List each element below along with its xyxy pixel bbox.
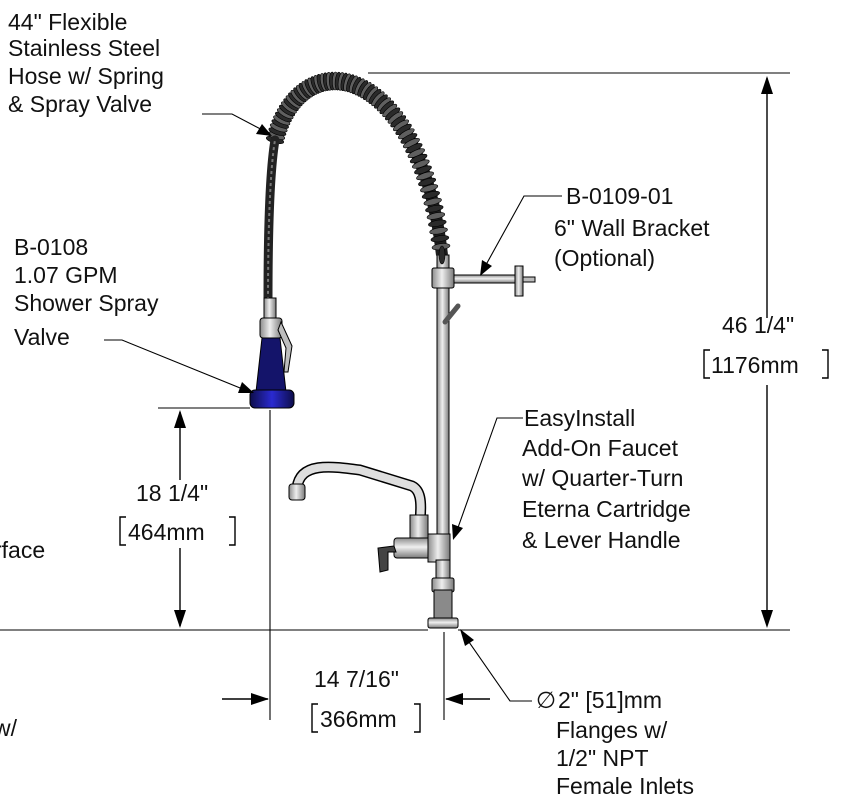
flanges-callout: ∅ 2" [51]mm Flanges w/ 1/2" NPT Female I… bbox=[536, 687, 694, 799]
spring-coil-turn bbox=[430, 235, 450, 243]
spring-coil-turn bbox=[423, 197, 442, 206]
overall-height-inches: 46 1/4" bbox=[722, 312, 794, 338]
add-on-faucet-callout-line-5: & Lever Handle bbox=[522, 527, 681, 553]
valve-offset-mm: 366mm bbox=[320, 706, 397, 732]
spring-coil-turn bbox=[421, 190, 440, 199]
dimension-lines bbox=[0, 72, 829, 733]
partial-label-w: w/ bbox=[0, 715, 18, 741]
wall-bracket-callout-line-2: 6" Wall Bracket bbox=[554, 215, 710, 241]
add-on-faucet-callout: EasyInstall Add-On Faucet w/ Quarter-Tur… bbox=[521, 405, 691, 553]
spring-coil-turn bbox=[428, 219, 447, 227]
add-on-faucet-callout-line-2: Add-On Faucet bbox=[522, 435, 679, 461]
add-on-faucet bbox=[288, 461, 451, 573]
hose-hook bbox=[442, 303, 461, 325]
spring-coil-turn bbox=[425, 204, 444, 213]
spray-valve-callout-line-2: 1.07 GPM bbox=[14, 262, 118, 288]
spray-valve-callout-line-1: B-0108 bbox=[14, 234, 88, 260]
spring-coil-turn bbox=[426, 212, 446, 220]
hose-left-section bbox=[263, 135, 280, 305]
spray-valve bbox=[249, 297, 295, 409]
add-on-faucet-callout-line-4: Eterna Cartridge bbox=[522, 496, 691, 522]
riser-pipe bbox=[436, 254, 450, 556]
flanges-callout-line-2: Flanges w/ bbox=[556, 717, 668, 743]
spring-coil-turn bbox=[429, 227, 448, 235]
spring-coil-turn bbox=[418, 177, 437, 187]
spring-coil-turn bbox=[420, 184, 439, 193]
faucet-illustration bbox=[249, 71, 536, 629]
valve-height-inches: 18 1/4" bbox=[136, 480, 208, 506]
wall-bracket-collar bbox=[431, 267, 455, 289]
hose-callout-line-1: 44" Flexible bbox=[8, 9, 127, 35]
spring-coil bbox=[265, 71, 451, 265]
add-on-faucet-callout-line-1: EasyInstall bbox=[524, 405, 635, 431]
wall-bracket-stub bbox=[522, 276, 536, 283]
hose-callout-line-2: Stainless Steel bbox=[8, 35, 160, 61]
overall-height-mm: 1176mm bbox=[711, 352, 799, 378]
partial-label-surface: rface bbox=[0, 537, 45, 563]
wall-bracket-flange bbox=[514, 265, 524, 297]
wall-bracket-arm bbox=[448, 274, 518, 284]
flanges-callout-line-3: 1/2" NPT bbox=[556, 745, 649, 771]
diameter-symbol: ∅ bbox=[536, 687, 556, 713]
valve-offset-inches: 14 7/16" bbox=[314, 666, 399, 692]
spring-coil-turn bbox=[438, 245, 446, 265]
valve-height-mm: 464mm bbox=[128, 519, 205, 545]
hose-callout: 44" Flexible Stainless Steel Hose w/ Spr… bbox=[8, 9, 164, 117]
wall-bracket-callout-line-3: (Optional) bbox=[554, 245, 655, 271]
flanges-callout-line-4: Female Inlets bbox=[556, 773, 694, 799]
add-on-faucet-callout-line-3: w/ Quarter-Turn bbox=[521, 465, 683, 491]
spray-valve-callout-line-4: Valve bbox=[14, 324, 70, 350]
leader-lines bbox=[104, 113, 562, 702]
hose-callout-line-4: & Spray Valve bbox=[8, 91, 152, 117]
hose-callout-line-3: Hose w/ Spring bbox=[8, 63, 164, 89]
spray-valve-callout: B-0108 1.07 GPM Shower Spray Valve bbox=[14, 234, 159, 350]
base-flange bbox=[427, 559, 459, 629]
spring-coil-turn bbox=[416, 171, 434, 181]
flanges-callout-line-1: 2" [51]mm bbox=[558, 687, 662, 713]
wall-bracket-callout: B-0109-01 6" Wall Bracket (Optional) bbox=[554, 183, 710, 271]
spray-valve-callout-line-3: Shower Spray bbox=[14, 290, 159, 316]
wall-bracket-callout-line-1: B-0109-01 bbox=[566, 183, 673, 209]
